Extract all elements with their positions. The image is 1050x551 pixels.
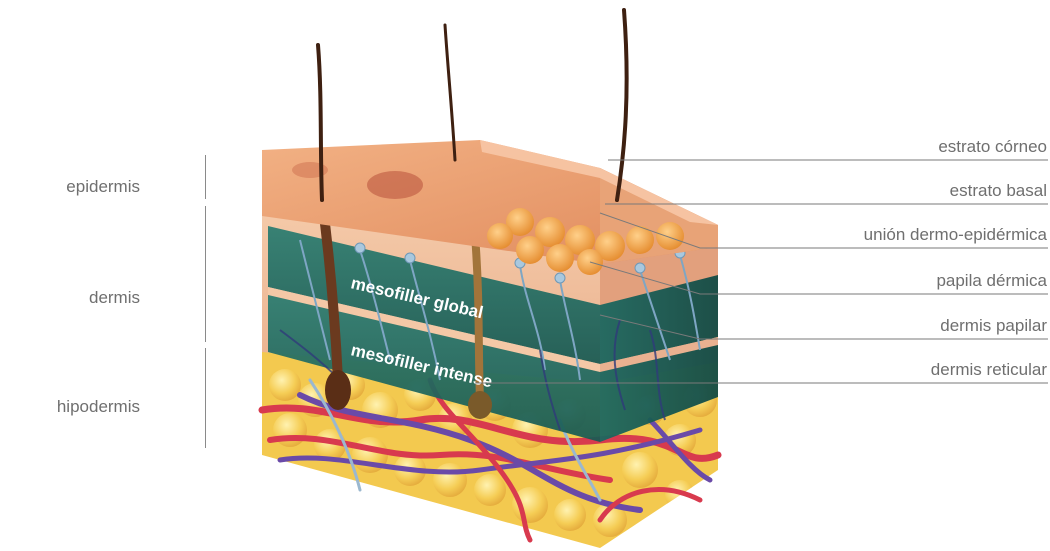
estrato-basal-label: estrato basal — [950, 181, 1047, 201]
dermis-papilar-label: dermis papilar — [940, 316, 1047, 336]
estrato-corneo-label: estrato córneo — [938, 137, 1047, 157]
dermis-bracket — [205, 206, 206, 342]
hipodermis-bracket — [205, 348, 206, 448]
epidermis-label: epidermis — [0, 177, 140, 197]
papila-dermica-label: papila dérmica — [936, 271, 1047, 291]
hipodermis-label: hipodermis — [0, 397, 140, 417]
dermis-reticular-label: dermis reticular — [931, 360, 1047, 380]
epidermis-bracket — [205, 155, 206, 199]
union-dermo-epidermica-label: unión dermo-epidérmica — [864, 225, 1047, 245]
dermis-label: dermis — [0, 288, 140, 308]
